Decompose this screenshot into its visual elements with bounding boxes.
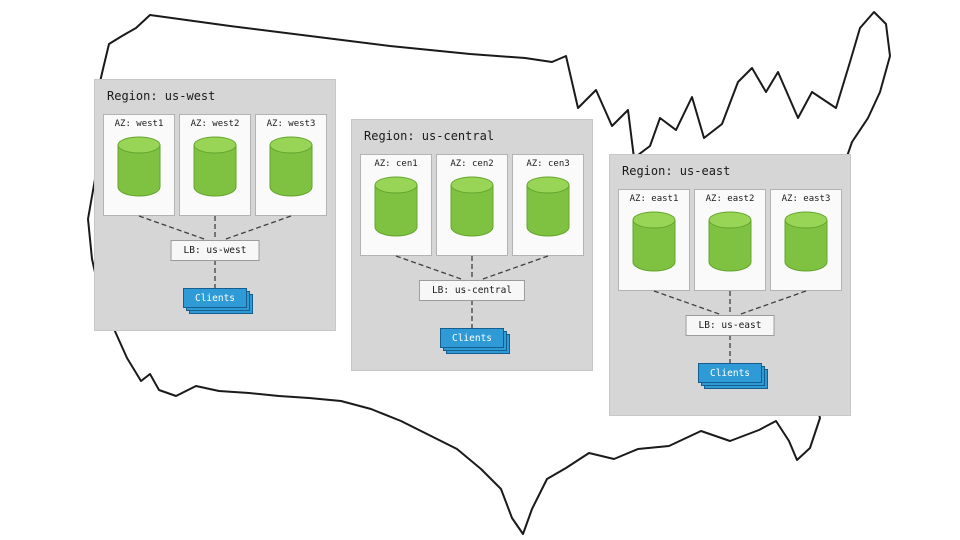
az-label: AZ: east2 bbox=[705, 194, 755, 204]
az-card: AZ: east3 bbox=[770, 189, 842, 291]
connector-lines bbox=[653, 290, 807, 363]
az-row: AZ: east1 AZ: east2 AZ: east3 bbox=[618, 189, 842, 291]
database-cylinder-icon bbox=[193, 136, 237, 197]
region-title: Region: us-east bbox=[622, 164, 731, 178]
region-us-west: Region: us-west AZ: west1 AZ: west2 AZ: … bbox=[95, 80, 335, 330]
az-card: AZ: cen3 bbox=[512, 154, 584, 256]
clients-label: Clients bbox=[440, 328, 504, 348]
az-label: AZ: west2 bbox=[190, 119, 240, 129]
az-card: AZ: east1 bbox=[618, 189, 690, 291]
az-label: AZ: cen3 bbox=[526, 159, 570, 169]
az-label: AZ: west3 bbox=[266, 119, 316, 129]
database-cylinder-icon bbox=[269, 136, 313, 197]
clients-label: Clients bbox=[698, 363, 762, 383]
az-card: AZ: west3 bbox=[255, 114, 327, 216]
az-card: AZ: cen1 bbox=[360, 154, 432, 256]
clients-label: Clients bbox=[183, 288, 247, 308]
az-label: AZ: cen2 bbox=[450, 159, 494, 169]
database-cylinder-icon bbox=[374, 176, 418, 237]
az-card: AZ: east2 bbox=[694, 189, 766, 291]
database-cylinder-icon bbox=[784, 211, 828, 272]
clients-node: Clients bbox=[183, 288, 253, 314]
az-row: AZ: west1 AZ: west2 AZ: west3 bbox=[103, 114, 327, 216]
clients-node: Clients bbox=[440, 328, 510, 354]
az-label: AZ: east3 bbox=[781, 194, 831, 204]
az-card: AZ: west1 bbox=[103, 114, 175, 216]
az-label: AZ: west1 bbox=[114, 119, 164, 129]
region-us-central: Region: us-central AZ: cen1 AZ: cen2 AZ:… bbox=[352, 120, 592, 370]
database-cylinder-icon bbox=[632, 211, 676, 272]
database-cylinder-icon bbox=[708, 211, 752, 272]
clients-node: Clients bbox=[698, 363, 768, 389]
region-us-east: Region: us-east AZ: east1 AZ: east2 AZ: … bbox=[610, 155, 850, 415]
database-cylinder-icon bbox=[117, 136, 161, 197]
load-balancer: LB: us-central bbox=[418, 280, 526, 301]
az-label: AZ: cen1 bbox=[374, 159, 418, 169]
load-balancer: LB: us-east bbox=[685, 315, 775, 336]
az-row: AZ: cen1 AZ: cen2 AZ: cen3 bbox=[360, 154, 584, 256]
database-cylinder-icon bbox=[526, 176, 570, 237]
az-card: AZ: west2 bbox=[179, 114, 251, 216]
az-card: AZ: cen2 bbox=[436, 154, 508, 256]
load-balancer: LB: us-west bbox=[170, 240, 260, 261]
connector-lines bbox=[138, 215, 292, 288]
database-cylinder-icon bbox=[450, 176, 494, 237]
region-title: Region: us-central bbox=[364, 129, 495, 143]
connector-lines bbox=[395, 255, 549, 328]
az-label: AZ: east1 bbox=[629, 194, 679, 204]
region-title: Region: us-west bbox=[107, 89, 216, 103]
